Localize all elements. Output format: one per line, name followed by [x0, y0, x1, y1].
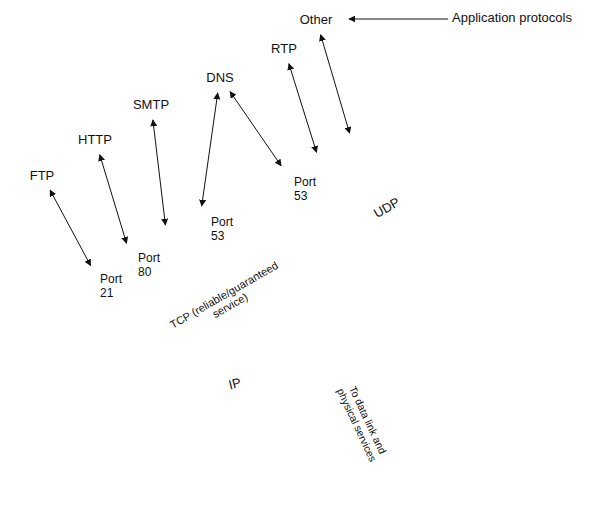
protocol-name: HTTP: [78, 132, 112, 147]
down-arrow: To data link and physical services: [286, 361, 452, 514]
protocol-arrow: [202, 93, 218, 206]
protocol-arrow: [153, 120, 166, 225]
protocol-name: RTP: [271, 41, 297, 56]
port-socket: [85, 266, 101, 275]
layer-name: To data link and physical services: [333, 377, 391, 467]
caption-label: Application protocols: [452, 11, 602, 26]
face-text: UDP: [357, 187, 416, 229]
protocol-ellipse: Other: [290, 4, 343, 34]
pillar: [254, 300, 276, 349]
protocol-ellipse: RTP: [260, 33, 308, 63]
layer-name: UDP: [357, 187, 416, 229]
layer-name: TCP (reliable/guaranteed service): [166, 258, 289, 343]
leader-arrow: [349, 19, 448, 20]
pillar: [189, 338, 211, 366]
pillar: [374, 230, 396, 318]
port-label: Port 53: [211, 216, 241, 244]
layer-name: IP: [214, 372, 256, 396]
port-label: Port 53: [294, 176, 324, 204]
face-text: TCP (reliable/guaranteed service): [166, 258, 289, 343]
udp-slab: UDP: [224, 93, 454, 268]
port-label: Port 80: [138, 252, 168, 280]
tcp-slab: TCP (reliable/guaranteed service): [60, 180, 298, 364]
protocol-arrow: [50, 190, 91, 265]
pillar: [334, 253, 356, 328]
protocol-arrow: [230, 92, 281, 166]
protocol-ellipse: FTP: [18, 160, 66, 190]
protocol-arrow: [100, 155, 127, 243]
pillar: [77, 322, 99, 396]
pillar: [109, 340, 131, 387]
protocol-arrow: [321, 35, 350, 133]
pillar: [139, 357, 161, 379]
protocol-arrow: [289, 64, 317, 153]
port-socket: [343, 134, 359, 143]
port-socket: [120, 244, 136, 253]
port-socket: [158, 226, 174, 235]
protocol-name: Other: [300, 12, 333, 27]
protocol-ellipse: SMTP: [123, 89, 180, 119]
protocol-name: DNS: [206, 70, 233, 85]
udp-slab-shape: [224, 93, 454, 268]
port-socket: [310, 153, 326, 162]
port-label: Port 21: [100, 273, 130, 301]
face-text: IP: [214, 372, 256, 396]
pillar: [289, 253, 311, 340]
protocol-ellipse: DNS: [196, 62, 244, 92]
protocol-name: SMTP: [133, 97, 169, 112]
protocol-name: FTP: [30, 168, 55, 183]
port-socket: [193, 207, 209, 216]
protocol-ellipse: HTTP: [68, 124, 122, 154]
port-socket: [276, 166, 292, 175]
face-text: To data link and physical services: [333, 377, 391, 467]
